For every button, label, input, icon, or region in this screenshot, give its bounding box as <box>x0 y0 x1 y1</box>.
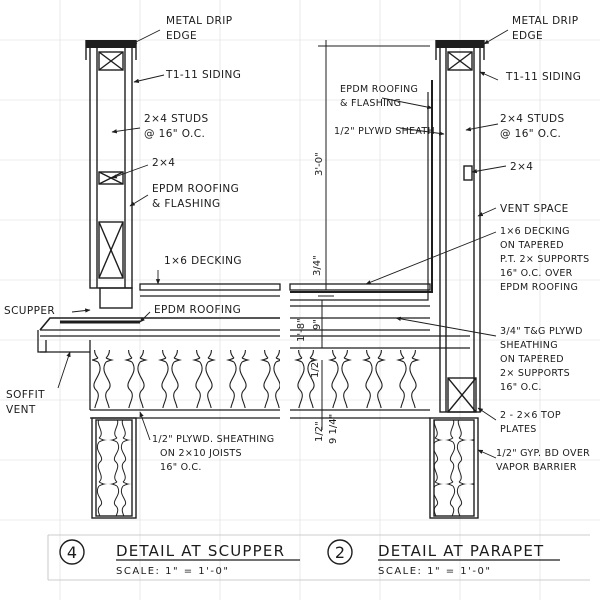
parapet-joist-insulation <box>290 350 430 408</box>
parapet-decking-label-4: 16" O.C. OVER <box>500 268 573 279</box>
scupper-soffit-label-1: SOFFIT <box>6 389 45 401</box>
parapet-wall <box>290 40 485 413</box>
scupper-plate-label: 2×4 <box>152 157 175 169</box>
parapet-drip-edge-label-2: EDGE <box>512 30 543 42</box>
parapet-drip-edge-label-1: METAL DRIP <box>512 15 578 27</box>
detail-4-number: 4 <box>67 543 77 562</box>
scupper-detail <box>37 40 281 519</box>
scupper-flashing-label-2: & FLASHING <box>152 198 221 210</box>
scupper-siding-label: T1-11 SIDING <box>165 69 241 81</box>
scupper-parapet-wall <box>85 40 137 309</box>
parapet-roof <box>289 283 470 419</box>
detail-4-scale: SCALE: 1" = 1'-0" <box>116 566 230 577</box>
parapet-studs-label-2: @ 16" O.C. <box>500 128 561 140</box>
dim-half-2: 1/2" <box>314 421 325 442</box>
detail-4-title: DETAIL AT SCUPPER <box>116 542 285 560</box>
scupper-sheathing-label-3: 16" O.C. <box>160 462 202 473</box>
detail-2-title: DETAIL AT PARAPET <box>378 542 544 560</box>
dim-half: 1/2" <box>310 357 321 378</box>
title-block: 4 DETAIL AT SCUPPER SCALE: 1" = 1'-0" 2 … <box>47 534 590 581</box>
dim-parapet-height: 3'-0" <box>314 152 325 176</box>
parapet-plate-label: 2×4 <box>510 161 533 173</box>
parapet-siding-label: T1-11 SIDING <box>505 71 581 83</box>
scupper-epdm-label: EPDM ROOFING <box>154 304 241 316</box>
parapet-gyp-label-1: 1/2" GYP. BD OVER <box>496 448 590 459</box>
parapet-sheathing-label: 1/2" PLYWD SHEATH <box>334 126 435 137</box>
parapet-tg-label-5: 16" O.C. <box>500 382 542 393</box>
dim-rise: 1'-8" <box>296 318 307 342</box>
parapet-decking-label-2: ON TAPERED <box>500 240 564 251</box>
parapet-top-plates-label-1: 2 - 2×6 TOP <box>500 410 561 421</box>
parapet-tg-label-4: 2× SUPPORTS <box>500 368 570 379</box>
parapet-tg-label-3: ON TAPERED <box>500 354 564 365</box>
scupper-drip-edge-label-1: METAL DRIP <box>166 15 232 27</box>
parapet-studs-label-1: 2×4 STUDS <box>500 113 565 125</box>
scupper-flashing-label-1: EPDM ROOFING <box>152 183 239 195</box>
dim-nine: 9" <box>312 319 323 330</box>
scupper-studs-label-1: 2×4 STUDS <box>144 113 209 125</box>
detail-4-bubble <box>59 539 85 565</box>
detail-2-bubble <box>327 539 353 565</box>
scupper-joist-insulation <box>92 350 280 408</box>
parapet-lower-wall <box>429 417 479 519</box>
parapet-tg-label-1: 3/4" T&G PLYWD <box>500 326 583 337</box>
detail-2-scale: SCALE: 1" = 1'-0" <box>378 566 492 577</box>
scupper-sheathing-label-2: ON 2×10 JOISTS <box>160 448 242 459</box>
parapet-gyp-label-2: VAPOR BARRIER <box>496 462 577 473</box>
parapet-decking-label-3: P.T. 2× SUPPORTS <box>500 254 589 265</box>
scupper-drip-edge-label-2: EDGE <box>166 30 197 42</box>
detail-2-number: 2 <box>335 543 345 562</box>
scupper-lower-wall <box>91 417 137 519</box>
parapet-top-plates-label-2: PLATES <box>500 424 537 435</box>
parapet-detail <box>289 40 485 519</box>
parapet-vent-label: VENT SPACE <box>500 203 569 215</box>
scupper-decking-label: 1×6 DECKING <box>164 255 242 267</box>
parapet-decking-label-1: 1×6 DECKING <box>500 226 570 237</box>
scupper-sheathing-label-1: 1/2" PLYWD. SHEATHING <box>152 434 274 445</box>
parapet-dimensions <box>316 40 430 430</box>
parapet-flashing-label-2: & FLASHING <box>340 98 401 109</box>
parapet-decking-label-5: EPDM ROOFING <box>500 282 578 293</box>
scupper-roof <box>37 283 281 419</box>
dim-decking-thk: 3/4" <box>312 255 323 276</box>
parapet-tg-label-2: SHEATHING <box>500 340 558 351</box>
scupper-scupper-label: SCUPPER <box>4 305 55 317</box>
dim-nine-quarter: 9 1/4" <box>328 414 339 444</box>
scupper-soffit-label-2: VENT <box>6 404 36 416</box>
leader-lines <box>57 29 509 459</box>
parapet-flashing-label-1: EPDM ROOFING <box>340 84 418 95</box>
scupper-studs-label-2: @ 16" O.C. <box>144 128 205 140</box>
